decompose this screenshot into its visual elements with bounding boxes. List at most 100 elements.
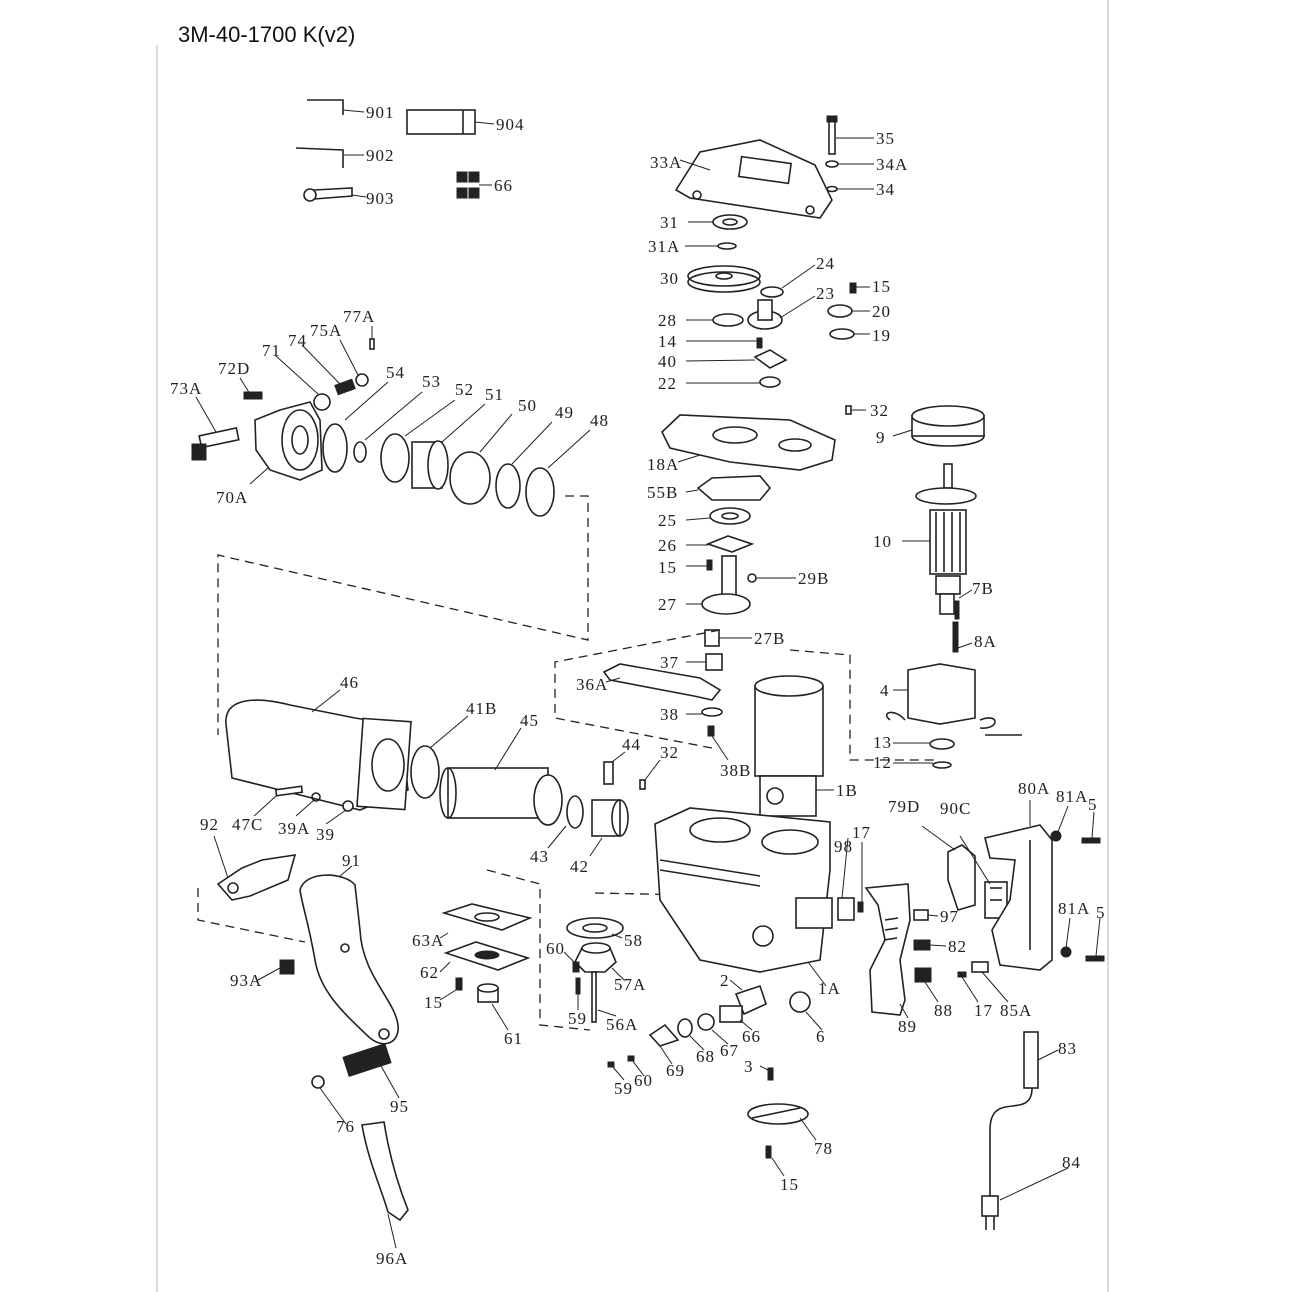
- screw-3: [767, 1067, 774, 1081]
- label-41B: 41B: [466, 699, 497, 718]
- block-97: [913, 909, 929, 921]
- label-39A: 39A: [278, 819, 310, 838]
- label-15-c: 15: [424, 993, 443, 1012]
- guide-tube-45: [439, 767, 563, 826]
- label-9: 9: [876, 428, 886, 447]
- label-3: 3: [744, 1057, 754, 1076]
- hole-92: [227, 882, 239, 894]
- ring-6: [789, 991, 811, 1013]
- label-72D: 72D: [218, 359, 250, 378]
- valve-57A: [574, 942, 617, 973]
- plate-40: [753, 349, 788, 369]
- plate-26: [705, 535, 755, 553]
- gasket-58: [566, 917, 624, 939]
- label-19: 19: [872, 326, 891, 345]
- label-36A: 36A: [576, 675, 608, 694]
- screw-15-low: [455, 977, 463, 991]
- ring-75A: [355, 373, 369, 387]
- label-1B: 1B: [836, 781, 858, 800]
- screw-38B: [707, 725, 715, 737]
- carbon-brushes-66: [456, 171, 480, 199]
- gear-housing-18A: [661, 414, 836, 471]
- pin-44: [603, 761, 614, 785]
- label-75A: 75A: [310, 321, 342, 340]
- screw-15-top: [849, 282, 857, 294]
- label-96A: 96A: [376, 1249, 408, 1268]
- label-43: 43: [530, 847, 549, 866]
- plate-78: [747, 1103, 809, 1125]
- label-68: 68: [696, 1047, 715, 1066]
- label-7B: 7B: [972, 579, 994, 598]
- label-63A: 63A: [412, 931, 444, 950]
- ring-54: [322, 423, 348, 473]
- bearing-28: [712, 313, 744, 327]
- label-28: 28: [658, 311, 677, 330]
- label-84: 84: [1062, 1153, 1081, 1172]
- clamp-85A: [971, 961, 989, 973]
- power-cable-84: [981, 1031, 1039, 1230]
- handle-half-80A: [984, 824, 1053, 971]
- label-38B: 38B: [720, 761, 751, 780]
- plate-20: [827, 304, 853, 318]
- label-29B: 29B: [798, 569, 829, 588]
- bearing-25: [709, 507, 751, 525]
- main-housing-1A: [654, 807, 833, 973]
- side-handle-91: [299, 874, 399, 1045]
- label-74: 74: [288, 331, 307, 350]
- leader-lines: [195, 109, 1101, 1249]
- spring-74: [334, 378, 356, 396]
- label-40: 40: [658, 352, 677, 371]
- label-76: 76: [336, 1117, 355, 1136]
- gasket-55B: [696, 475, 772, 501]
- cushion-88: [914, 967, 932, 983]
- cap-61: [477, 983, 499, 1003]
- screw-35: [826, 115, 838, 155]
- label-98: 98: [834, 837, 853, 856]
- label-901: 901: [366, 103, 395, 122]
- label-26: 26: [658, 536, 677, 555]
- label-61: 61: [504, 1029, 523, 1048]
- ball-71: [313, 393, 331, 411]
- plate-63A: [441, 903, 533, 931]
- label-38: 38: [660, 705, 679, 724]
- label-78: 78: [814, 1139, 833, 1158]
- label-49: 49: [555, 403, 574, 422]
- plate-62: [443, 941, 531, 971]
- bushing-37: [705, 653, 723, 671]
- screw-14: [756, 337, 763, 349]
- label-5-b: 5: [1096, 903, 1106, 922]
- crankshaft-27: [701, 555, 751, 615]
- screw-17-rear: [957, 971, 967, 978]
- spring-8A: [952, 621, 959, 653]
- washer-38: [701, 707, 723, 717]
- label-80A: 80A: [1018, 779, 1050, 798]
- part-labels: 901 902 903 904 66 35 34A 34 33A 31 31A …: [170, 103, 1106, 1268]
- cover-69: [648, 1023, 680, 1047]
- gear-cover-33A: [674, 139, 833, 219]
- label-48: 48: [590, 411, 609, 430]
- label-35: 35: [876, 129, 895, 148]
- label-34A: 34A: [876, 155, 908, 174]
- sleeve-904: [406, 109, 476, 135]
- label-82: 82: [948, 937, 967, 956]
- pin-77A: [369, 338, 375, 350]
- label-15-d: 15: [780, 1175, 799, 1194]
- label-91: 91: [342, 851, 361, 870]
- label-73A: 73A: [170, 379, 202, 398]
- switch-90C: [984, 881, 1008, 919]
- label-15-b: 15: [658, 558, 677, 577]
- label-88: 88: [934, 1001, 953, 1020]
- screw-17: [857, 901, 864, 913]
- label-39: 39: [316, 825, 335, 844]
- label-70A: 70A: [216, 488, 248, 507]
- sleeve-52: [380, 433, 410, 483]
- label-62: 62: [420, 963, 439, 982]
- label-15-a: 15: [872, 277, 891, 296]
- label-20: 20: [872, 302, 891, 321]
- label-1A: 1A: [818, 979, 841, 998]
- label-47C: 47C: [232, 815, 263, 834]
- label-59-b: 59: [614, 1079, 633, 1098]
- label-69: 69: [666, 1061, 685, 1080]
- label-37: 37: [660, 653, 679, 672]
